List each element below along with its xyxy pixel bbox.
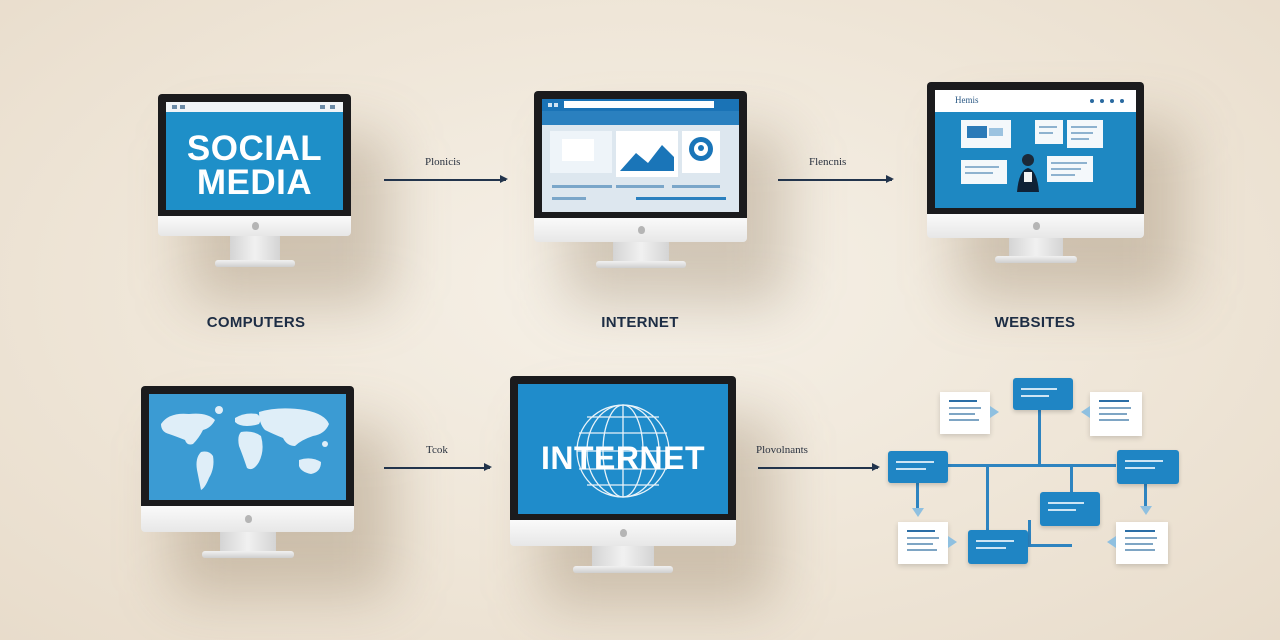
site-nav-label: Hemis: [955, 95, 979, 105]
screen-headline-line1: SOCIAL: [186, 129, 323, 168]
apple-logo-icon: [251, 222, 259, 230]
screen-headline-line2: MEDIA: [196, 163, 313, 202]
arrow-label-3: Tcok: [426, 444, 448, 456]
social-media-screen: SOCIAL MEDIA: [166, 102, 343, 210]
arrow-1: [384, 176, 508, 182]
person-figure-icon: [1017, 154, 1039, 192]
profile-badge-icon: [689, 137, 713, 161]
world-map-icon: [161, 406, 329, 490]
flowchart-note: [898, 522, 948, 564]
screen-internet-text: INTERNET: [541, 440, 705, 476]
chart-thumbnail-icon: [620, 145, 674, 171]
arrow-2: [778, 176, 894, 182]
websites-screen: Hemis: [935, 90, 1136, 208]
apple-logo-icon: [244, 515, 252, 523]
globe-icon: [576, 404, 670, 498]
arrow-label-2: Flencnis: [809, 156, 847, 168]
apple-logo-icon: [620, 529, 627, 537]
flowchart-note: [1116, 522, 1168, 564]
arrow-3: [384, 464, 492, 470]
internet-globe-screen: INTERNET: [518, 384, 728, 514]
internet-browser-monitor: [534, 91, 787, 305]
arrow-4: [758, 464, 880, 470]
flowchart-node: [1117, 450, 1179, 484]
flowchart-node: [1040, 492, 1100, 526]
flowchart-note: [1090, 392, 1142, 436]
arrow-label-1: Plonicis: [425, 156, 461, 168]
arrow-label-4: Plovolnants: [756, 444, 808, 456]
flowchart-diagram: [880, 372, 1180, 572]
world-map-screen: [149, 394, 346, 500]
flowchart-node: [1013, 378, 1073, 410]
flowchart-node: [888, 451, 948, 483]
apple-logo-icon: [637, 226, 645, 234]
apple-logo-icon: [1032, 222, 1040, 230]
social-media-monitor: SOCIAL MEDIA: [158, 94, 391, 304]
flowchart-node: [968, 530, 1028, 564]
world-map-monitor: [141, 386, 394, 596]
internet-globe-monitor: INTERNET: [510, 376, 776, 606]
caption-internet: INTERNET: [601, 314, 679, 331]
caption-websites: WEBSITES: [994, 314, 1076, 331]
caption-computers: COMPUTERS: [206, 314, 306, 331]
browser-screen: [542, 99, 739, 212]
websites-monitor: Hemis: [927, 82, 1184, 300]
flowchart-note: [940, 392, 990, 434]
